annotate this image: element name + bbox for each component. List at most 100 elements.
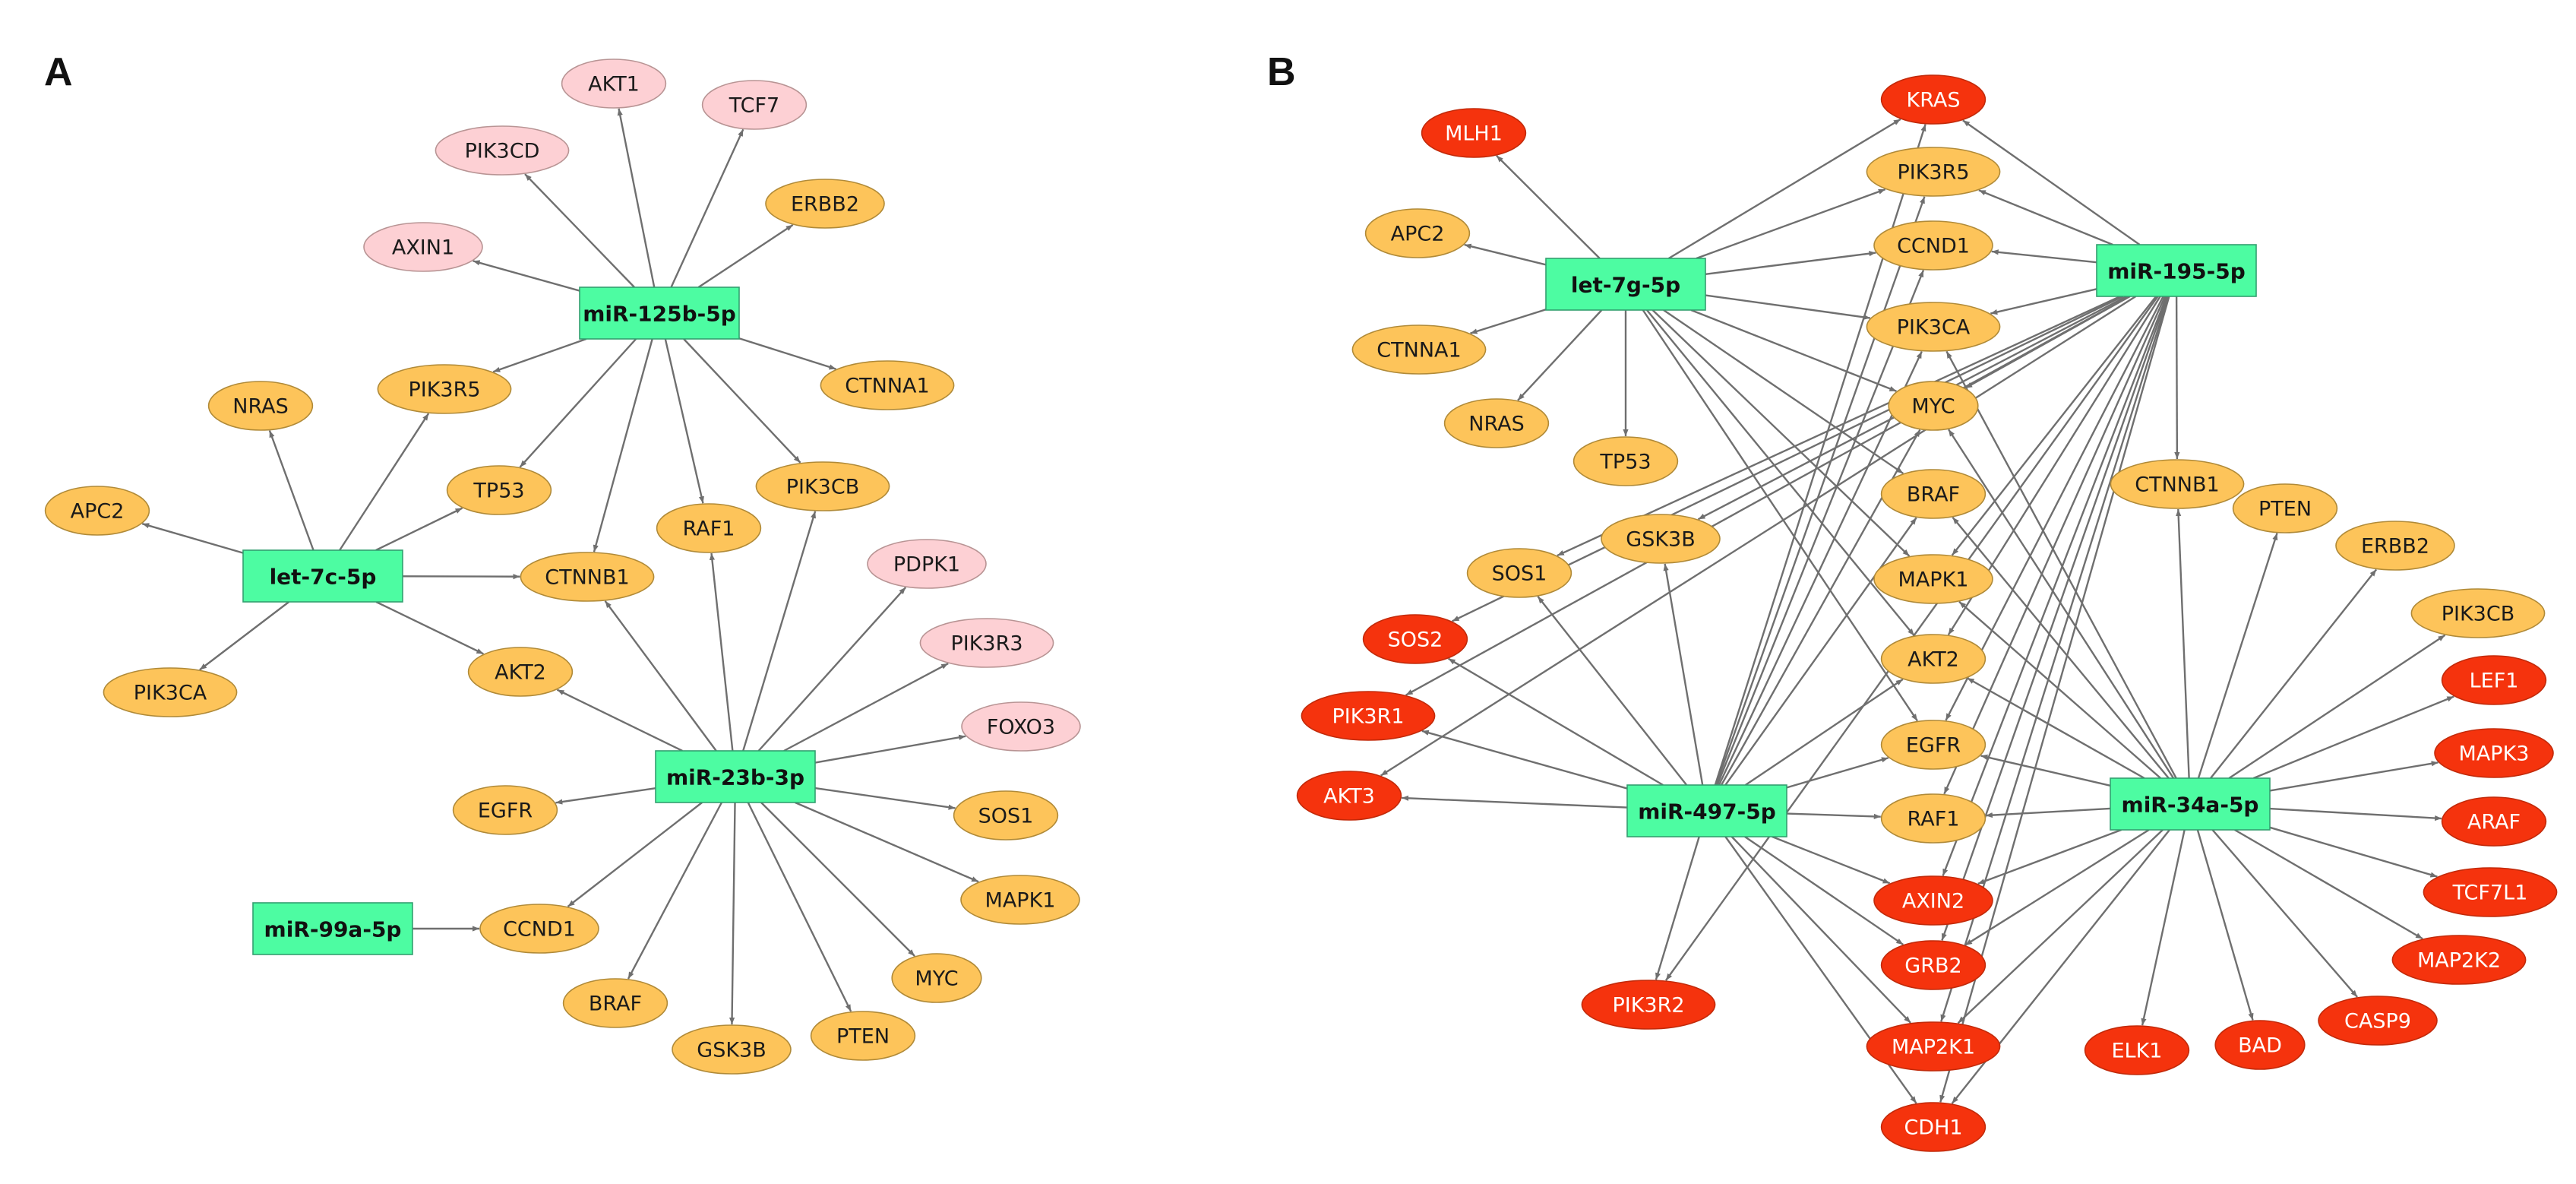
mirna-node-mir-34a-5p[interactable]: miR-34a-5p [2110,777,2271,831]
gene-node-raf1[interactable]: RAF1 [656,503,762,553]
gene-node-kras[interactable]: KRAS [1880,74,1987,125]
edge-mir-497-5p-to-sos1 [1537,596,1688,786]
gene-node-pik3r3[interactable]: PIK3R3 [919,618,1054,668]
edge-mir-195-5p-to-ccnd1 [1991,249,2097,264]
gene-node-casp9[interactable]: CASP9 [2318,996,2438,1046]
edge-mir-34a-5p-to-myc [1948,429,2175,779]
edge-mir-195-5p-to-axin2 [1942,296,2167,876]
gene-node-pik3r5[interactable]: PIK3R5 [377,364,512,414]
mirna-node-mir-99a-5p[interactable]: miR-99a-5p [252,902,413,955]
gene-node-mapk1[interactable]: MAPK1 [960,875,1080,925]
gene-node-sos1[interactable]: SOS1 [953,790,1059,841]
mirna-label: miR-23b-3p [666,765,804,790]
gene-node-foxo3[interactable]: FOXO3 [961,701,1081,752]
edge-mir-23b-3p-to-myc [760,802,915,957]
gene-ellipse [1888,381,1979,431]
gene-ellipse [1880,634,1987,684]
gene-node-tcf7l1[interactable]: TCF7L1 [2423,867,2558,917]
mirna-node-let-7g-5p[interactable]: let-7g-5p [1545,258,1706,311]
gene-node-ccnd1[interactable]: CCND1 [1873,220,1993,271]
gene-node-ccnd1[interactable]: CCND1 [479,904,599,954]
gene-node-gsk3b[interactable]: GSK3B [672,1024,792,1075]
gene-node-elk1[interactable]: ELK1 [2084,1025,2190,1075]
edge-mir-497-5p-to-sos2 [1448,657,1664,787]
gene-node-pdpk1[interactable]: PDPK1 [867,539,987,589]
gene-ellipse [1466,548,1572,598]
mirna-label: miR-195-5p [2107,259,2246,284]
gene-ellipse [520,552,655,602]
gene-node-axin2[interactable]: AXIN2 [1873,875,1993,926]
gene-ellipse [810,1011,916,1061]
gene-node-akt2[interactable]: AKT2 [467,647,574,697]
gene-node-grb2[interactable]: GRB2 [1880,940,1987,990]
mirna-node-mir-497-5p[interactable]: miR-497-5p [1626,784,1787,837]
gene-node-egfr[interactable]: EGFR [1880,720,1987,770]
gene-ellipse [363,222,483,272]
gene-node-akt2[interactable]: AKT2 [1880,634,1987,684]
gene-node-sos2[interactable]: SOS2 [1362,614,1468,664]
gene-node-pten[interactable]: PTEN [810,1011,916,1061]
gene-node-ctnnb1[interactable]: CTNNB1 [520,552,655,602]
gene-node-mapk3[interactable]: MAPK3 [2434,728,2554,778]
gene-node-sos1[interactable]: SOS1 [1466,548,1572,598]
gene-node-pik3cb[interactable]: PIK3CB [2410,588,2546,638]
gene-node-pik3r2[interactable]: PIK3R2 [1581,980,1716,1030]
gene-node-apc2[interactable]: APC2 [1364,208,1471,258]
gene-node-myc[interactable]: MYC [1888,381,1979,431]
edge-mir-125b-5p-to-pik3cb [683,338,801,464]
gene-node-nras[interactable]: NRAS [1443,398,1550,448]
gene-node-mlh1[interactable]: MLH1 [1421,108,1527,158]
gene-ellipse [2084,1025,2190,1075]
gene-node-mapk1[interactable]: MAPK1 [1873,554,1993,604]
gene-node-akt3[interactable]: AKT3 [1296,771,1402,821]
mirna-node-mir-23b-3p[interactable]: miR-23b-3p [655,750,816,803]
gene-node-braf[interactable]: BRAF [562,978,668,1028]
gene-label: AXIN1 [392,236,454,260]
gene-node-ctnna1[interactable]: CTNNA1 [820,360,955,410]
gene-node-pik3r1[interactable]: PIK3R1 [1301,691,1436,741]
mirna-node-let-7c-5p[interactable]: let-7c-5p [242,549,403,603]
gene-node-akt1[interactable]: AKT1 [561,59,667,109]
gene-node-araf[interactable]: ARAF [2441,796,2547,847]
gene-ellipse [2441,655,2547,705]
gene-node-nras[interactable]: NRAS [207,381,314,431]
gene-node-map2k1[interactable]: MAP2K1 [1866,1021,2001,1072]
gene-node-raf1[interactable]: RAF1 [1880,793,1987,844]
edge-mir-195-5p-to-kras [1962,119,2141,245]
gene-ellipse [672,1024,792,1075]
gene-ellipse [562,978,668,1028]
gene-node-myc[interactable]: MYC [891,953,982,1003]
mirna-node-mir-195-5p[interactable]: miR-195-5p [2096,244,2257,297]
gene-ellipse [1443,398,1550,448]
mirna-node-mir-125b-5p[interactable]: miR-125b-5p [579,287,740,340]
gene-ellipse [1572,436,1679,486]
gene-node-egfr[interactable]: EGFR [452,785,558,835]
gene-label: PTEN [836,1025,890,1049]
gene-node-braf[interactable]: BRAF [1880,469,1987,519]
gene-ellipse [820,360,955,410]
gene-node-pik3cb[interactable]: PIK3CB [755,461,890,511]
gene-node-lef1[interactable]: LEF1 [2441,655,2547,705]
gene-label: APC2 [71,500,125,524]
gene-node-ctnna1[interactable]: CTNNA1 [1351,324,1487,375]
gene-node-apc2[interactable]: APC2 [44,486,150,536]
gene-label: CDH1 [1904,1116,1962,1140]
gene-node-cdh1[interactable]: CDH1 [1880,1102,1987,1152]
gene-node-pten[interactable]: PTEN [2232,483,2338,533]
gene-node-map2k2[interactable]: MAP2K2 [2391,935,2527,985]
gene-node-axin1[interactable]: AXIN1 [363,222,483,272]
gene-node-pik3cd[interactable]: PIK3CD [435,125,570,176]
gene-node-pik3ca[interactable]: PIK3CA [1866,302,2001,352]
gene-node-erbb2[interactable]: ERBB2 [2335,521,2455,571]
gene-node-pik3r5[interactable]: PIK3R5 [1866,147,2001,197]
edge-let-7c-5p-to-pik3r5 [339,413,430,551]
gene-label: LEF1 [2470,670,2519,693]
gene-node-ctnnb1[interactable]: CTNNB1 [2110,459,2245,509]
gene-node-bad[interactable]: BAD [2214,1020,2306,1070]
gene-node-pik3ca[interactable]: PIK3CA [103,667,238,717]
gene-node-gsk3b[interactable]: GSK3B [1601,514,1721,564]
gene-node-erbb2[interactable]: ERBB2 [765,179,885,229]
gene-node-tp53[interactable]: TP53 [1572,436,1679,486]
gene-node-tcf7[interactable]: TCF7 [701,80,808,130]
gene-node-tp53[interactable]: TP53 [446,465,552,515]
